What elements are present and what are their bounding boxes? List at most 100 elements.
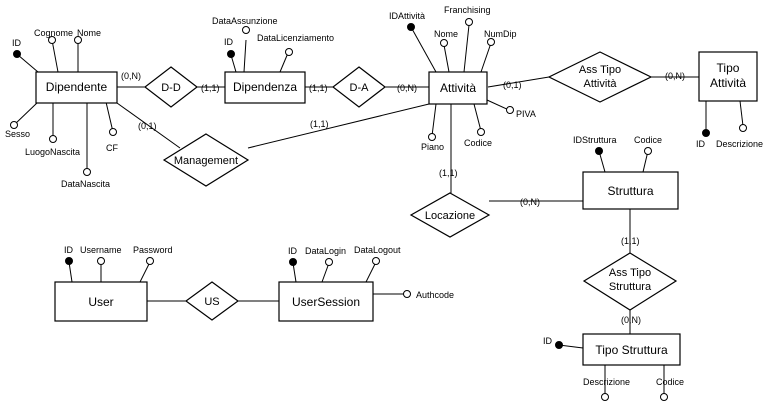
entity-label: Attività [440,81,476,95]
attribute-marker [242,26,250,34]
attr-line [292,262,297,283]
attr-sesso: Sesso [5,129,30,139]
primary-key-marker [595,147,603,155]
attribute-marker [465,18,473,26]
attr-line [463,24,470,73]
attr-id: ID [224,37,234,47]
primary-key-marker [555,341,563,349]
entity-tipo-struttura[interactable]: Tipo Struttura [582,333,681,366]
attr-cognome: Cognome [34,28,73,38]
entity-user[interactable]: User [54,281,148,322]
relationship-label: D-D [161,82,181,94]
attr-id: ID [64,245,74,255]
attr-data-login: DataLogin [305,246,346,256]
entity-struttura[interactable]: Struttura [582,171,679,210]
relationship-locazione[interactable]: Locazione [409,192,491,238]
attribute-marker [739,124,747,132]
card-struttura-locazione: (0,N) [520,197,540,207]
attr-id: ID [543,336,553,346]
relationship-label-line1: Ass Tipo [579,64,621,76]
attr-franchising: Franchising [444,5,491,15]
entity-label: Dipendente [46,80,108,94]
attr-line [139,261,151,283]
card-tipo-struttura-ass: (0,N) [621,315,641,325]
attr-line [243,39,247,73]
entity-label: User [88,295,113,309]
attr-password: Password [133,245,173,255]
attr-line [739,100,744,127]
attr-line [365,261,377,283]
attr-line [480,42,492,73]
attr-nome: Nome [434,29,458,39]
attr-line [486,99,510,111]
link-management-attivita [247,103,430,149]
card-struttura-ass-tipo: (1,1) [621,236,640,246]
attributes-struttura: IDStruttura Codice [573,135,662,155]
card-dipendente-dd: (0,N) [121,71,141,81]
attr-line [431,103,437,137]
attributes-tipo-struttura: ID Descrizione Codice [543,336,684,401]
attribute-marker [285,48,293,56]
relationship-label: US [204,296,219,308]
attr-line [321,262,330,283]
entity-label: Tipo Struttura [595,343,668,357]
primary-key-marker [13,50,21,58]
link-attivita-ass-tipo-attivita [487,76,550,88]
entity-dipendente[interactable]: Dipendente [35,71,118,104]
entity-label: Dipendenza [233,80,297,94]
attribute-marker [48,36,56,44]
card-tipo-attivita-ass: (0,N) [665,71,685,81]
relationship-label-line1: Ass Tipo [609,267,651,279]
entity-label-line2: Attività [710,76,746,90]
primary-key-marker [702,129,710,137]
relationship-us[interactable]: US [184,281,240,321]
attr-cf: CF [106,143,118,153]
card-attivita-locazione: (1,1) [439,168,458,178]
card-dipendenza-dd: (1,1) [201,83,220,93]
attr-data-nascita: DataNascita [61,179,110,189]
primary-key-marker [407,23,415,31]
relationship-ass-tipo-attivita[interactable]: Ass Tipo Attività [547,51,653,103]
attr-piva: PIVA [516,109,536,119]
attr-line [443,44,450,73]
card-attivita-da: (0,N) [397,83,417,93]
connection-lines [13,24,744,396]
relationship-label-line2: Struttura [609,281,652,293]
attr-line [13,101,39,126]
card-dipendenza-da: (1,1) [309,83,328,93]
entity-attivita[interactable]: Attività [428,71,488,105]
attr-line [17,54,39,73]
entity-label: Struttura [607,184,653,198]
card-dipendente-management: (0,1) [138,121,157,131]
attribute-marker [487,38,495,46]
attribute-marker [506,106,514,114]
relationship-management[interactable]: Management [162,133,250,187]
entity-dipendenza[interactable]: Dipendenza [224,71,306,104]
relationship-ass-tipo-struttura[interactable]: Ass Tipo Struttura [582,252,678,311]
entity-user-session[interactable]: UserSession [278,281,374,322]
attr-line [51,39,59,73]
attribute-marker [146,257,154,265]
attr-codice: Codice [634,135,662,145]
attributes-user-session: ID DataLogin DataLogout Authcode [288,245,454,300]
relationship-label: D-A [350,82,370,94]
attr-nome: Nome [77,28,101,38]
relationship-dd[interactable]: D-D [144,66,198,108]
card-attivita-management: (1,1) [310,119,329,129]
attr-data-licenziamento: DataLicenziamento [257,33,334,43]
attr-line [105,101,114,133]
entity-tipo-attivita[interactable]: Tipo Attività [698,51,758,102]
attr-id-attivita: IDAttività [389,11,425,21]
attr-codice: Codice [464,138,492,148]
primary-key-marker [227,50,235,58]
entity-label-line1: Tipo [717,61,740,75]
entity-label: UserSession [292,295,360,309]
attributes-dipendenza: ID DataAssunzione DataLicenziamento [212,16,334,58]
relationship-label: Management [174,155,238,167]
link-dipendente-management [116,102,181,149]
primary-key-marker [65,257,73,265]
relationship-da[interactable]: D-A [332,66,386,108]
cardinality-labels: (0,N) (1,1) (1,1) (0,N) (0,1) (0,N) (0,1… [121,71,685,325]
attr-line [279,52,289,73]
